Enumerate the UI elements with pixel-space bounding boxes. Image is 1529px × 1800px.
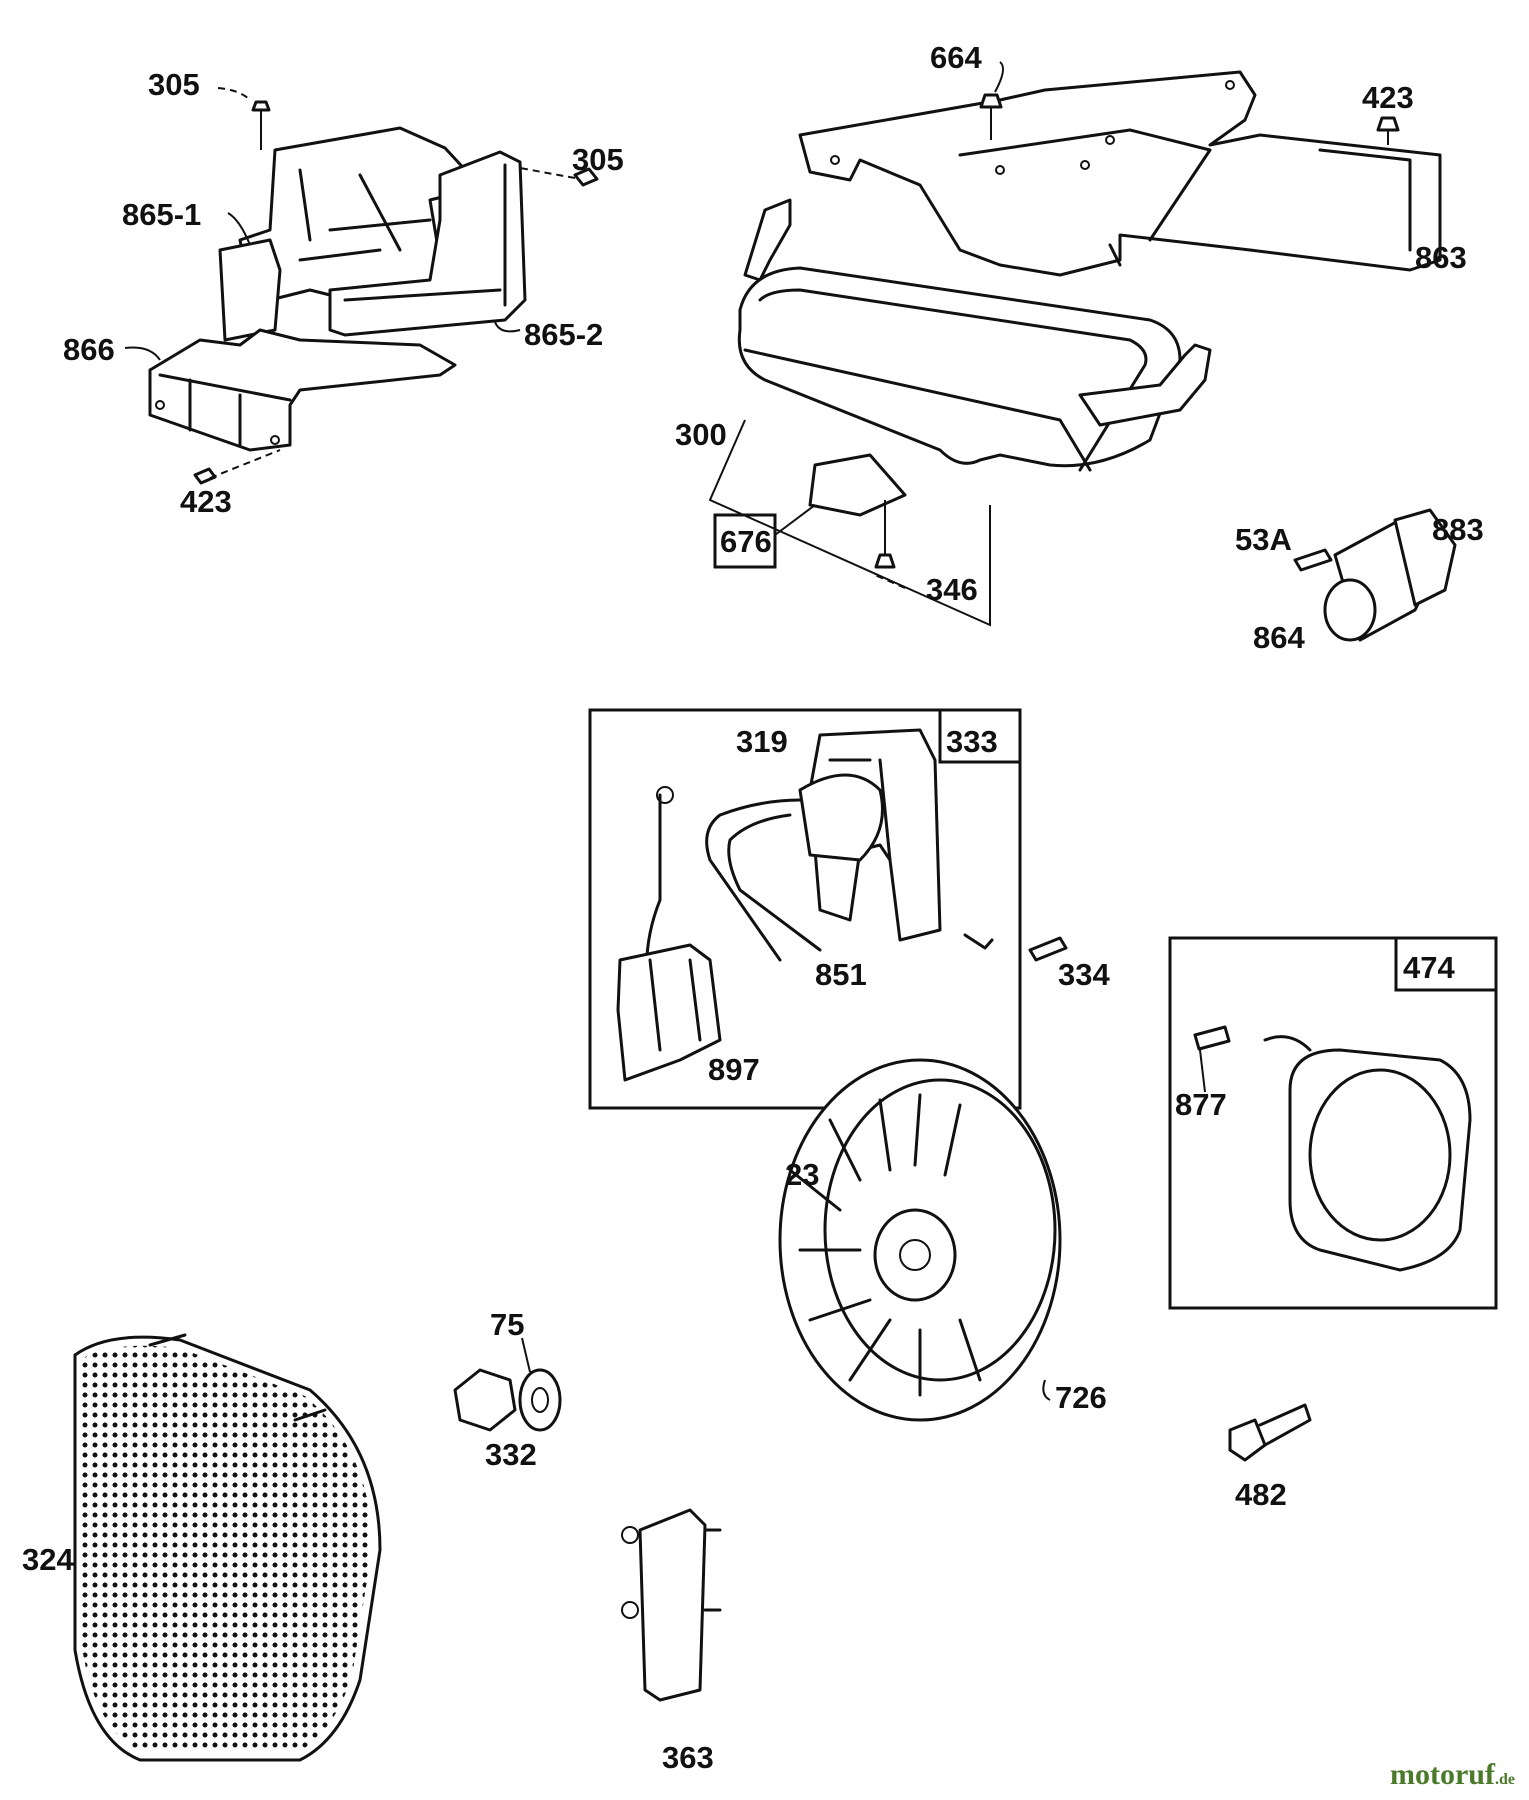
watermark: motoruf.de bbox=[1390, 1758, 1515, 1792]
label-897: 897 bbox=[708, 1052, 760, 1087]
label-305-right: 305 bbox=[572, 142, 624, 177]
watermark-main: motoruf bbox=[1390, 1758, 1495, 1791]
armature-screw bbox=[1028, 936, 1068, 962]
label-877: 877 bbox=[1175, 1087, 1227, 1122]
label-300: 300 bbox=[675, 417, 727, 452]
alternator-group bbox=[1168, 936, 1498, 1310]
label-53a: 53A bbox=[1235, 522, 1292, 557]
label-423-left: 423 bbox=[180, 484, 232, 519]
label-865-1: 865-1 bbox=[122, 197, 201, 232]
label-865-2: 865-2 bbox=[524, 317, 603, 352]
label-23: 23 bbox=[785, 1157, 819, 1192]
label-75: 75 bbox=[490, 1307, 524, 1342]
label-423-right: 423 bbox=[1362, 80, 1414, 115]
label-883: 883 bbox=[1432, 512, 1484, 547]
label-332: 332 bbox=[485, 1437, 537, 1472]
label-319: 319 bbox=[736, 724, 788, 759]
flywheel bbox=[778, 1058, 1062, 1422]
muffler bbox=[737, 198, 1212, 569]
label-664: 664 bbox=[930, 40, 982, 75]
screen-grille bbox=[73, 1333, 382, 1762]
label-305-top: 305 bbox=[148, 67, 200, 102]
terminal-block bbox=[621, 1508, 722, 1702]
nut-washer bbox=[453, 1368, 562, 1432]
label-482: 482 bbox=[1235, 1477, 1287, 1512]
label-334: 334 bbox=[1058, 957, 1110, 992]
label-864: 864 bbox=[1253, 620, 1305, 655]
watermark-tld: .de bbox=[1495, 1771, 1515, 1788]
label-851: 851 bbox=[815, 957, 867, 992]
armature-group bbox=[588, 708, 1022, 1110]
muffler-bracket-box-lines bbox=[708, 419, 991, 627]
misc-leaders bbox=[521, 1049, 1206, 1401]
muffler-bracket bbox=[798, 70, 1442, 277]
label-474: 474 bbox=[1403, 950, 1455, 985]
label-863: 863 bbox=[1415, 240, 1467, 275]
label-676: 676 bbox=[720, 524, 772, 559]
exhaust-elbow bbox=[1293, 508, 1457, 642]
baffle-leaders bbox=[124, 87, 576, 479]
part-labels: 305 305 865-1 865-2 866 423 664 423 863 … bbox=[22, 40, 1484, 1775]
baffle-assembly bbox=[148, 100, 599, 485]
label-333: 333 bbox=[946, 724, 998, 759]
label-324: 324 bbox=[22, 1542, 74, 1577]
label-726: 726 bbox=[1055, 1380, 1107, 1415]
bracket-screws bbox=[979, 61, 1400, 145]
label-363: 363 bbox=[662, 1740, 714, 1775]
label-346: 346 bbox=[926, 572, 978, 607]
label-866: 866 bbox=[63, 332, 115, 367]
bolt bbox=[1228, 1403, 1312, 1462]
